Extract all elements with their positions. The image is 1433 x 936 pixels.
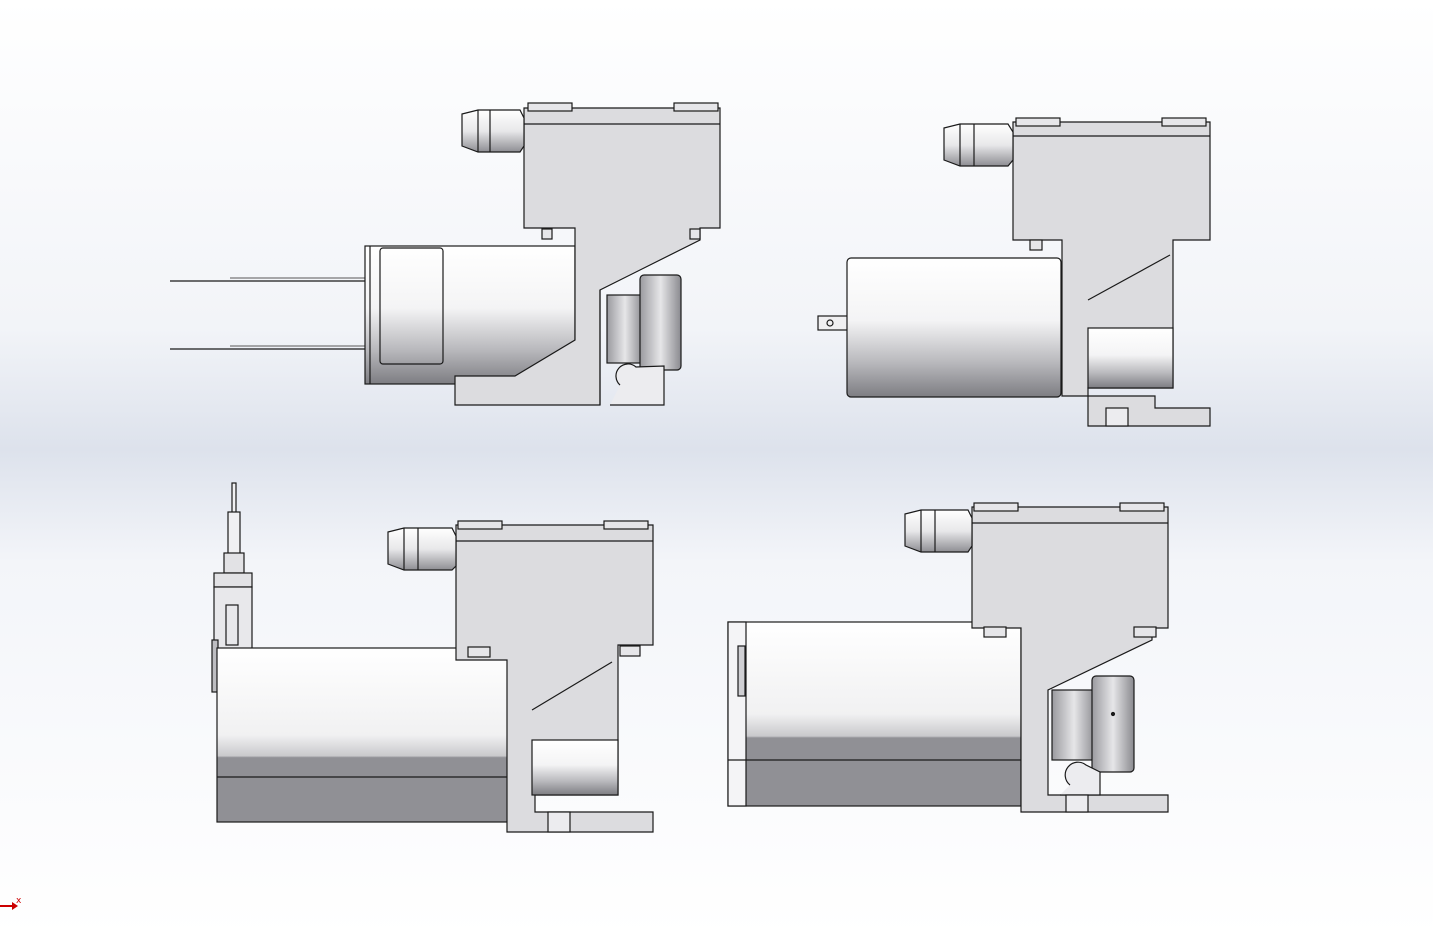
screw-head <box>1015 117 1061 127</box>
terminal-tab <box>817 315 849 331</box>
bracket <box>454 107 721 406</box>
screw-head <box>673 102 719 112</box>
triad-x-label: x <box>16 896 22 906</box>
view-top-right[interactable] <box>817 117 1211 427</box>
screw-head <box>973 502 1019 512</box>
motor-body <box>846 257 1062 398</box>
screw-head <box>1161 117 1207 127</box>
motor-body <box>216 647 511 823</box>
screw-head <box>1119 502 1165 512</box>
hose-barb <box>943 123 1014 167</box>
screw-head <box>457 520 503 530</box>
hose-barb <box>461 109 525 153</box>
probe-connector <box>211 482 253 693</box>
roller-assembly <box>1051 675 1135 796</box>
axis-triad-icon <box>0 902 18 910</box>
screw-head <box>603 520 649 530</box>
roller-assembly <box>606 274 682 406</box>
view-top-left[interactable] <box>170 102 721 406</box>
hose-barb <box>904 509 973 553</box>
bracket <box>971 506 1169 813</box>
hose-barb <box>387 527 457 571</box>
view-bottom-left[interactable] <box>211 482 654 833</box>
lead-wires <box>170 277 365 350</box>
motor-body <box>727 621 1022 807</box>
view-bottom-right[interactable] <box>727 502 1169 813</box>
screw-head <box>527 102 573 112</box>
